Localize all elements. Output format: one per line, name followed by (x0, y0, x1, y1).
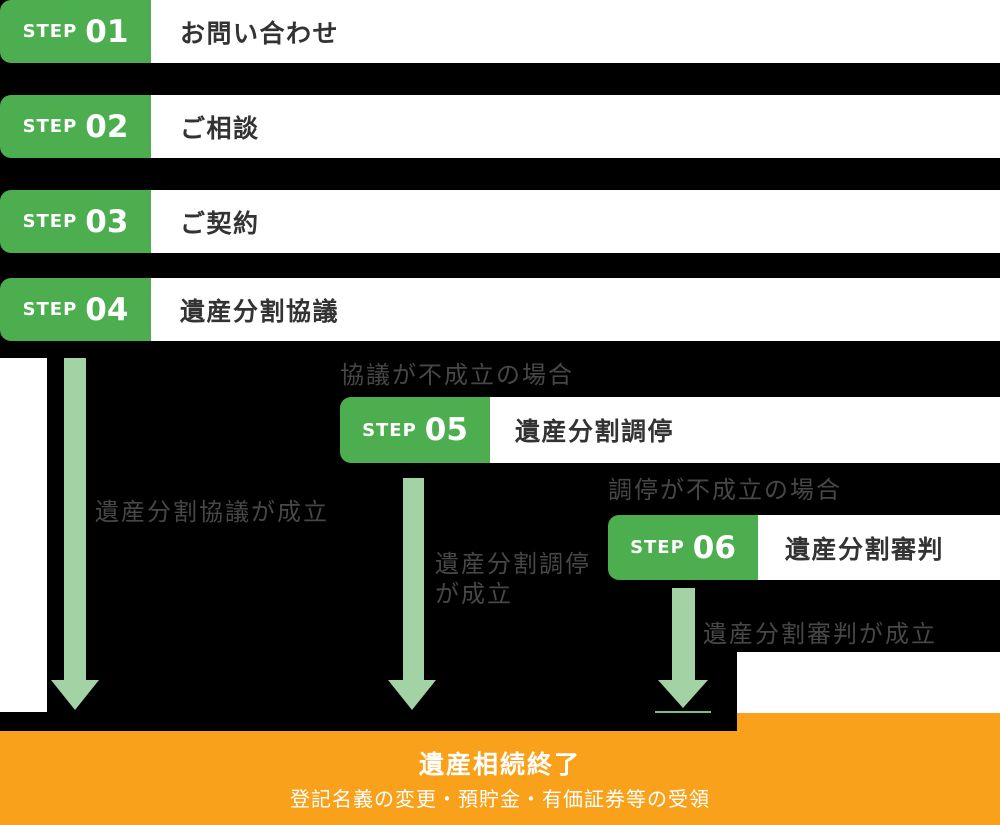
step-06-badge: STEP 06 (608, 515, 758, 580)
step-03-badge: STEP 03 (0, 190, 151, 253)
step-02-title: ご相談 (180, 113, 260, 143)
outcome-label-adjudication: 遺産分割審判が成立 (703, 620, 937, 648)
step-06-condition-label: 調停が不成立の場合 (608, 476, 842, 504)
step-03-row-bg (151, 190, 1000, 253)
step-04-badge-word: STEP (22, 299, 78, 320)
step-05-condition-label: 協議が不成立の場合 (340, 361, 574, 389)
step-04-title: 遺産分割協議 (180, 296, 340, 326)
step-06-title: 遺産分割審判 (785, 534, 945, 564)
step-06-badge-word: STEP (630, 537, 685, 558)
step-02-row-bg (151, 95, 1000, 158)
arrow-3-underline (655, 711, 711, 713)
step-05: STEP 05 遺産分割調停 (340, 397, 1000, 463)
step-06-badge-number: 06 (692, 529, 736, 566)
step-05-row-bg (490, 397, 1000, 463)
step-05-badge-word: STEP (362, 419, 417, 441)
footer-banner (0, 731, 1000, 825)
step-04-badge: STEP 04 (0, 278, 151, 341)
step-06: STEP 06 遺産分割審判 (608, 515, 1000, 580)
down-arrow-3-shaft (672, 588, 695, 680)
step-04-row-bg (151, 278, 1000, 341)
outcome-label-mediation-line1: 遺産分割調停 (435, 550, 591, 578)
down-arrow-2-shaft (403, 478, 424, 680)
step-06-row-bg (758, 515, 1000, 580)
down-arrow-2-head-icon (388, 680, 436, 710)
step-04-badge-number: 04 (85, 291, 129, 328)
down-arrow-1-head-icon (51, 680, 99, 710)
step-01: STEP 01 お問い合わせ (0, 0, 1000, 63)
step-03-badge-word: STEP (22, 211, 78, 232)
step-05-title: 遺産分割調停 (515, 417, 675, 446)
outcome-label-mediation-line2: が成立 (435, 580, 513, 608)
step-01-row-bg (151, 0, 1000, 63)
down-arrow-1-shaft (64, 358, 86, 680)
step-02-badge-word: STEP (22, 116, 78, 137)
step-03: STEP 03 ご契約 (0, 190, 1000, 253)
step-01-badge-number: 01 (85, 13, 129, 50)
down-arrow-3-head-icon (658, 680, 708, 708)
footer-title: 遺産相続終了 (418, 750, 581, 779)
step-03-badge-number: 03 (85, 203, 129, 240)
step-02: STEP 02 ご相談 (0, 95, 1000, 158)
step-03-title: ご契約 (180, 208, 260, 238)
step-01-title: お問い合わせ (180, 18, 340, 48)
outcome-label-discussion: 遺産分割協議が成立 (95, 498, 329, 526)
step-02-badge-number: 02 (85, 108, 129, 145)
step-05-badge: STEP 05 (340, 397, 490, 463)
step-02-badge: STEP 02 (0, 95, 151, 158)
bottom-right-white-block (737, 652, 1000, 713)
step-05-badge-number: 05 (424, 412, 468, 448)
step-01-badge-word: STEP (22, 21, 78, 42)
step-01-badge: STEP 01 (0, 0, 151, 63)
outcome-label-mediation: 遺産分割調停 が成立 (435, 549, 591, 609)
footer-subtitle: 登記名義の変更・預貯金・有価証券等の受領 (290, 787, 710, 811)
left-white-strip (0, 358, 47, 712)
step-04: STEP 04 遺産分割協議 (0, 278, 1000, 341)
